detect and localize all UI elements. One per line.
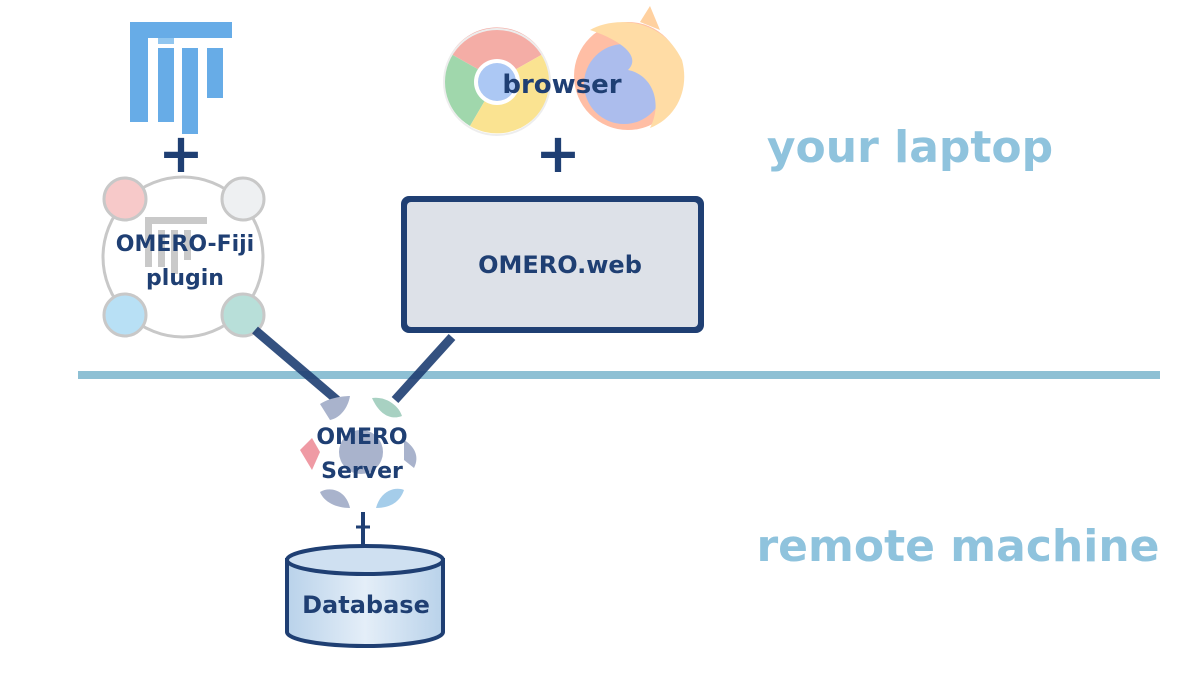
plugin-server-connector [252, 326, 340, 404]
chrome-logo-icon [443, 27, 551, 136]
faded-fiji-mark-icon [145, 217, 207, 274]
server-label-line2: Server [321, 459, 403, 484]
web-server-connector [391, 333, 456, 404]
plugin-label-line1: OMERO-Fiji [116, 232, 254, 257]
omero-server-icon [300, 396, 417, 508]
plugin-label-line2: plugin [146, 266, 224, 291]
laptop-zone-label: your laptop [767, 122, 1053, 173]
omero-fiji-plugin-icon [101, 175, 266, 339]
plus-sign-browser: + [535, 122, 580, 185]
server-label-line1: OMERO [316, 425, 407, 450]
database-label: Database [302, 591, 430, 619]
browser-label: browser [502, 70, 621, 100]
omero-web-box [401, 196, 704, 333]
firefox-logo-icon [574, 6, 685, 130]
database-cylinder-icon [285, 544, 445, 648]
remote-zone-label: remote machine [756, 521, 1159, 572]
omero-web-label: OMERO.web [478, 251, 642, 279]
plus-sign-fiji: + [158, 122, 203, 185]
fiji-logo-icon [130, 22, 232, 134]
